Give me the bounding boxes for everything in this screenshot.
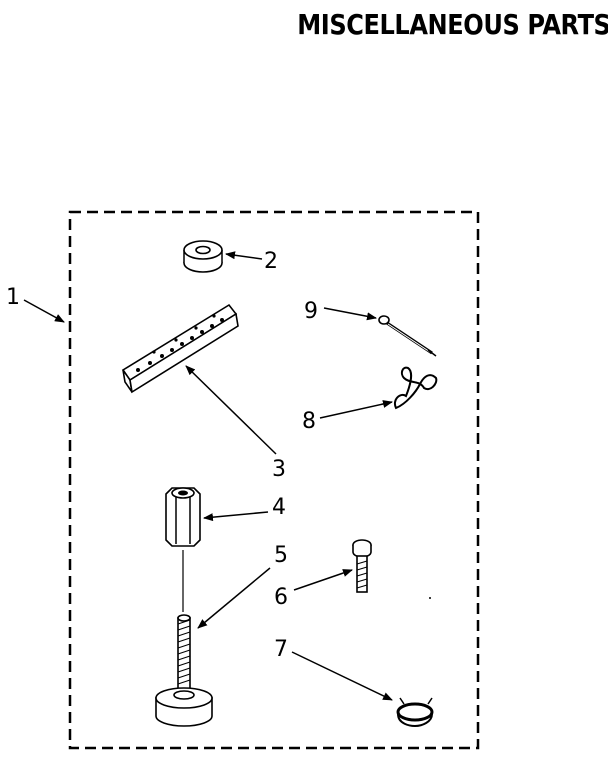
callout-3: 3	[272, 457, 286, 482]
leader-9	[323, 307, 377, 321]
callout-5: 5	[274, 543, 288, 568]
page-title: MISCELLANEOUS PARTS	[297, 8, 608, 41]
part-6-bolt	[352, 539, 372, 593]
part-4-coupling-nut	[165, 487, 201, 612]
part-8-clip	[394, 366, 438, 410]
callout-7: 7	[274, 637, 288, 662]
leader-5	[197, 567, 271, 629]
kit-outline	[68, 210, 480, 750]
callout-8: 8	[302, 409, 316, 434]
part-7-clamp	[396, 697, 434, 728]
callout-9: 9	[304, 299, 318, 324]
leader-8	[319, 400, 393, 419]
part-2-washer	[183, 240, 223, 273]
part-5-leveling-leg	[155, 614, 213, 727]
part-3-bracket	[121, 303, 239, 394]
leader-4	[203, 511, 269, 522]
leader-1	[23, 299, 65, 323]
leader-2	[225, 251, 263, 260]
leader-7	[291, 651, 393, 701]
callout-4: 4	[272, 495, 286, 520]
callout-1: 1	[6, 285, 20, 310]
leader-3	[185, 365, 277, 455]
callout-6: 6	[274, 585, 288, 610]
part-9-pin	[378, 315, 437, 357]
leader-6	[293, 569, 353, 591]
callout-2: 2	[264, 249, 278, 274]
